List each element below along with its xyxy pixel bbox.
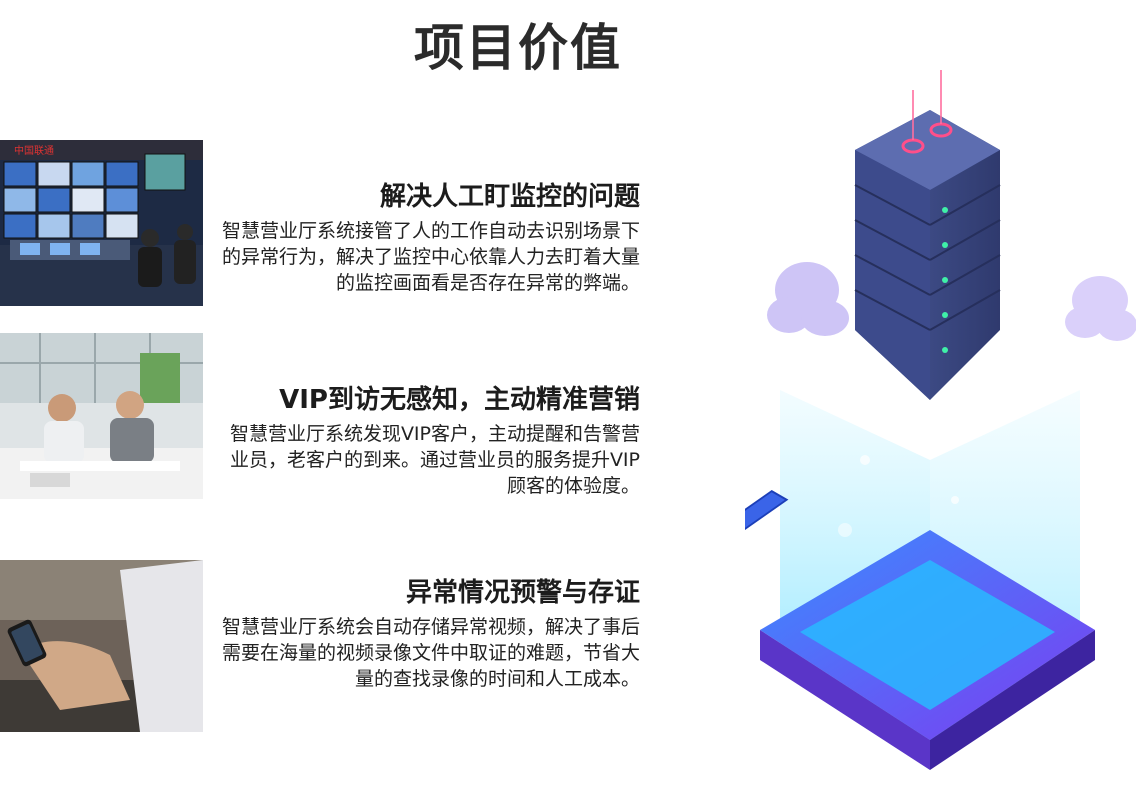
section-title: 异常情况预警与存证	[405, 578, 640, 608]
section-monitoring: 解决人工盯监控的问题 智慧营业厅系统接管了人的工作自动去识别场景下的异常行为，解…	[218, 180, 640, 296]
cloud-icon	[767, 262, 849, 336]
ai-server-illustration: AI	[621, 60, 1136, 800]
page-title: 项目价值	[414, 19, 622, 77]
section-body: 智慧营业厅系统接管了人的工作自动去识别场景下的异常行为，解决了监控中心依靠人力去…	[221, 220, 640, 294]
section-body: 智慧营业厅系统发现VIP客户，主动提醒和告警营业员，老客户的到来。通过营业员的服…	[229, 423, 640, 497]
server-rack-icon	[854, 70, 1001, 400]
vip-meeting-image	[0, 333, 203, 499]
cloud-icon	[1065, 276, 1136, 341]
section-title: 解决人工盯监控的问题	[379, 182, 640, 212]
section-title: VIP到访无感知，主动精准营销	[279, 385, 640, 415]
phone-hand-image	[0, 560, 203, 732]
photo-caption: 中国联通	[14, 144, 54, 157]
section-body: 智慧营业厅系统会自动存储异常视频，解决了事后需要在海量的视频录像文件中取证的难题…	[221, 616, 640, 690]
monitoring-room-image: 中国联通	[0, 140, 203, 306]
section-alert: 异常情况预警与存证 智慧营业厅系统会自动存储异常视频，解决了事后需要在海量的视频…	[218, 576, 640, 692]
section-vip: VIP到访无感知，主动精准营销 智慧营业厅系统发现VIP客户，主动提醒和告警营业…	[218, 383, 640, 499]
